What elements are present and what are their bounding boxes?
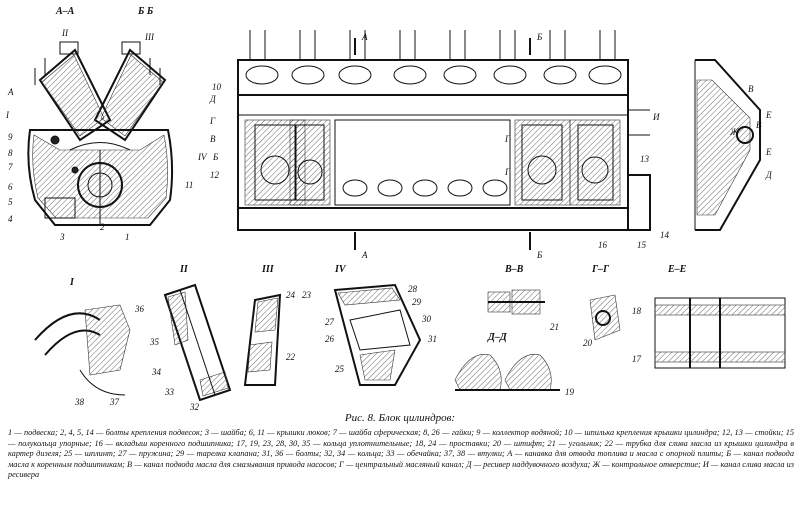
svg-text:11: 11 bbox=[185, 180, 193, 190]
svg-text:З: З bbox=[60, 232, 65, 242]
svg-text:Е: Е bbox=[765, 147, 772, 157]
svg-text:А: А bbox=[361, 250, 368, 260]
svg-text:III: III bbox=[144, 32, 155, 42]
svg-text:А: А bbox=[7, 87, 14, 97]
svg-text:Г: Г bbox=[504, 167, 511, 177]
svg-text:33: 33 bbox=[164, 387, 175, 397]
svg-text:16: 16 bbox=[598, 240, 608, 250]
svg-text:2: 2 bbox=[100, 222, 105, 232]
svg-text:19: 19 bbox=[565, 387, 575, 397]
left-view-labels: А–А Б Б II III А I 9 8 7 6 5 4 З 2 1 11 bbox=[5, 6, 193, 242]
svg-text:36: 36 bbox=[134, 304, 145, 314]
svg-text:5: 5 bbox=[8, 197, 13, 207]
svg-text:29: 29 bbox=[412, 297, 422, 307]
detail-1: I 36 38 37 bbox=[34, 277, 145, 407]
svg-text:31: 31 bbox=[427, 334, 437, 344]
svg-text:15: 15 bbox=[637, 240, 647, 250]
svg-text:25: 25 bbox=[335, 364, 345, 374]
svg-text:30: 30 bbox=[421, 314, 432, 324]
svg-text:I: I bbox=[5, 110, 10, 120]
section-ee-title: Е–Е bbox=[667, 264, 687, 275]
svg-text:II: II bbox=[61, 28, 69, 38]
right-end-view bbox=[694, 59, 761, 231]
svg-text:17: 17 bbox=[632, 354, 642, 364]
svg-text:26: 26 bbox=[325, 334, 335, 344]
section-vv-title: В–В bbox=[504, 264, 524, 275]
svg-text:4: 4 bbox=[8, 214, 13, 224]
right-view-labels: В Ж В Е Е Д bbox=[729, 84, 773, 180]
detail-3: III 24 23 22 bbox=[243, 264, 312, 386]
section-dd-title: Д–Д bbox=[487, 332, 508, 343]
svg-text:Ж: Ж bbox=[729, 127, 739, 137]
section-aa-title: А–А bbox=[55, 6, 75, 17]
figure-legend: 1 — подвеска; 2, 4, 5, 14 — болты крепле… bbox=[8, 428, 794, 480]
svg-text:7: 7 bbox=[8, 162, 13, 172]
svg-text:22: 22 bbox=[286, 352, 296, 362]
svg-text:21: 21 bbox=[550, 322, 559, 332]
svg-text:В: В bbox=[756, 120, 762, 130]
svg-text:Д: Д bbox=[209, 94, 217, 104]
svg-text:Г: Г bbox=[504, 134, 511, 144]
svg-text:38: 38 bbox=[74, 397, 85, 407]
svg-text:12: 12 bbox=[210, 170, 220, 180]
svg-text:А: А bbox=[361, 32, 368, 42]
left-end-view bbox=[27, 41, 174, 226]
section-vv: В–В 21 bbox=[487, 264, 559, 332]
svg-text:Б: Б bbox=[536, 32, 543, 42]
svg-text:IV: IV bbox=[197, 152, 208, 162]
detail-1-title: I bbox=[69, 277, 75, 288]
detail-4: IV 28 29 27 26 30 31 25 bbox=[325, 264, 437, 386]
svg-text:20: 20 bbox=[583, 338, 593, 348]
figure-caption: Рис. 8. Блок цилиндров: bbox=[344, 412, 456, 424]
svg-text:37: 37 bbox=[109, 397, 120, 407]
main-longitudinal-view bbox=[237, 30, 651, 250]
svg-text:34: 34 bbox=[151, 367, 162, 377]
section-gg-title: Г–Г bbox=[591, 264, 610, 275]
svg-text:14: 14 bbox=[660, 230, 670, 240]
svg-text:24: 24 bbox=[286, 290, 296, 300]
svg-text:28: 28 bbox=[408, 284, 418, 294]
svg-text:В: В bbox=[210, 134, 216, 144]
svg-text:8: 8 bbox=[8, 148, 13, 158]
detail-4-title: IV bbox=[334, 264, 347, 275]
svg-text:18: 18 bbox=[632, 306, 642, 316]
svg-text:35: 35 bbox=[149, 337, 160, 347]
cylinder-block-drawing: А–А Б Б II III А I 9 8 7 6 5 4 З 2 1 11 bbox=[5, 6, 786, 410]
svg-text:В: В bbox=[748, 84, 754, 94]
svg-text:9: 9 bbox=[8, 132, 13, 142]
svg-text:И: И bbox=[652, 112, 660, 122]
section-gg: Г–Г 20 bbox=[583, 264, 621, 348]
svg-text:27: 27 bbox=[325, 317, 335, 327]
svg-text:Г: Г bbox=[209, 116, 216, 126]
svg-text:10: 10 bbox=[212, 82, 222, 92]
svg-text:13: 13 bbox=[640, 154, 650, 164]
detail-2-title: II bbox=[179, 264, 189, 275]
svg-text:32: 32 bbox=[189, 402, 200, 410]
section-dd: Д–Д 19 bbox=[454, 332, 575, 397]
section-ee: Е–Е 18 17 bbox=[632, 264, 786, 369]
svg-text:Д: Д bbox=[765, 170, 773, 180]
main-view-labels: 10 Д Г В IV Б 12 А А Б Б Г Г И 13 16 15 … bbox=[197, 32, 670, 260]
section-bb-top-title: Б Б bbox=[137, 6, 154, 17]
svg-text:23: 23 bbox=[302, 290, 312, 300]
detail-2: II 35 34 33 32 bbox=[149, 264, 232, 410]
svg-text:6: 6 bbox=[8, 182, 13, 192]
svg-text:1: 1 bbox=[125, 232, 130, 242]
svg-text:Е: Е bbox=[765, 110, 772, 120]
svg-text:Б: Б bbox=[212, 152, 219, 162]
svg-text:Б: Б bbox=[536, 250, 543, 260]
detail-3-title: III bbox=[261, 264, 275, 275]
